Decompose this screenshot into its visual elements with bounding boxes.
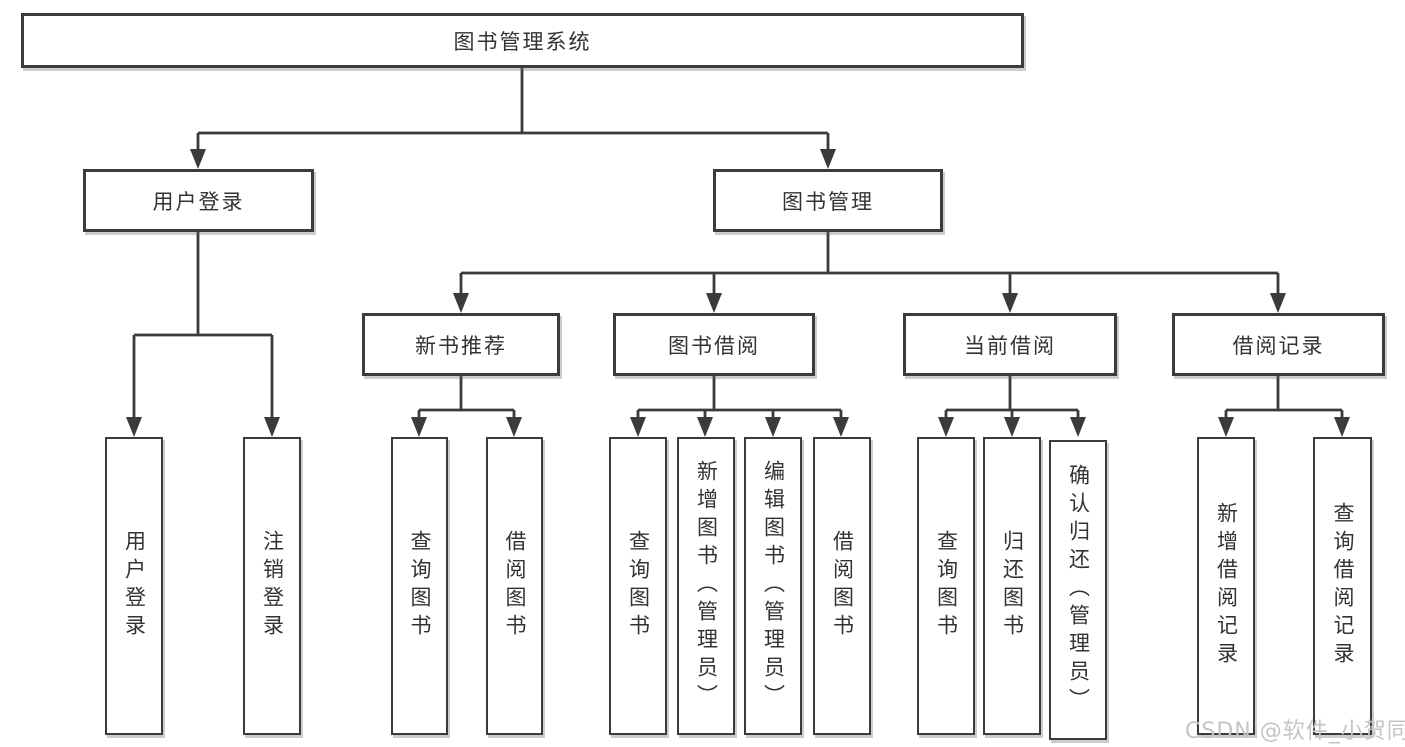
- node-borrowing-records: 借阅记录: [1172, 313, 1385, 376]
- leaf-newbook-query-books-label: 查询图书: [408, 530, 433, 642]
- leaf-record-query-label: 查询借阅记录: [1331, 502, 1356, 670]
- leaf-current-query-books: 查询图书: [917, 437, 975, 735]
- node-book-borrowing-label: 图书借阅: [668, 333, 760, 358]
- connector-borrowing-records-to-leaves: [1218, 376, 1350, 437]
- leaf-user-login: 用户登录: [105, 437, 163, 735]
- leaf-record-query: 查询借阅记录: [1313, 437, 1372, 735]
- connector-new-book-recommendation-to-leaves: [411, 376, 522, 437]
- leaf-borrowing-add-book-admin-label: 新增图书（管理员）: [694, 460, 719, 712]
- connector-current-borrowing-to-leaves: [938, 376, 1086, 437]
- leaf-current-return-books-label: 归还图书: [1000, 530, 1025, 642]
- node-root: 图书管理系统: [21, 13, 1024, 68]
- leaf-user-login-label: 用户登录: [122, 530, 147, 642]
- leaf-newbook-query-books: 查询图书: [391, 437, 448, 735]
- leaf-current-confirm-return-admin: 确认归还（管理员）: [1049, 440, 1107, 740]
- node-user-login-label: 用户登录: [152, 189, 245, 214]
- leaf-newbook-borrow-books: 借阅图书: [486, 437, 543, 735]
- node-user-login: 用户登录: [83, 169, 314, 232]
- node-book-management: 图书管理: [713, 169, 943, 232]
- leaf-borrowing-query-books-label: 查询图书: [626, 530, 651, 642]
- leaf-record-add: 新增借阅记录: [1197, 437, 1255, 735]
- leaf-borrowing-add-book-admin: 新增图书（管理员）: [677, 437, 735, 735]
- connector-root-to-level2: [190, 68, 836, 169]
- node-borrowing-records-label: 借阅记录: [1232, 333, 1325, 358]
- connector-book-management-to-level3: [453, 232, 1286, 313]
- leaf-logout: 注销登录: [243, 437, 301, 735]
- node-new-book-recommendation: 新书推荐: [362, 313, 560, 376]
- node-book-borrowing: 图书借阅: [613, 313, 815, 376]
- leaf-borrowing-borrow-books: 借阅图书: [813, 437, 871, 735]
- leaf-logout-label: 注销登录: [260, 530, 285, 642]
- node-root-label: 图书管理系统: [453, 29, 592, 54]
- leaf-borrowing-edit-book-admin: 编辑图书（管理员）: [744, 437, 802, 735]
- leaf-borrowing-edit-book-admin-label: 编辑图书（管理员）: [761, 460, 786, 712]
- leaf-borrowing-query-books: 查询图书: [609, 437, 667, 735]
- leaf-borrowing-borrow-books-label: 借阅图书: [830, 530, 855, 642]
- leaf-newbook-borrow-books-label: 借阅图书: [503, 530, 528, 642]
- leaf-current-query-books-label: 查询图书: [934, 530, 959, 642]
- connector-user-login-to-leaves: [126, 232, 280, 437]
- leaf-current-return-books: 归还图书: [983, 437, 1041, 735]
- node-book-management-label: 图书管理: [782, 189, 874, 214]
- connector-book-borrowing-to-leaves: [630, 376, 849, 437]
- node-current-borrowing-label: 当前借阅: [964, 333, 1056, 358]
- watermark: CSDN @软件_小贺同学: [1185, 719, 1405, 744]
- node-current-borrowing: 当前借阅: [903, 313, 1117, 376]
- leaf-current-confirm-return-admin-label: 确认归还（管理员）: [1066, 464, 1091, 716]
- leaf-record-add-label: 新增借阅记录: [1214, 502, 1239, 670]
- node-new-book-recommendation-label: 新书推荐: [415, 333, 507, 358]
